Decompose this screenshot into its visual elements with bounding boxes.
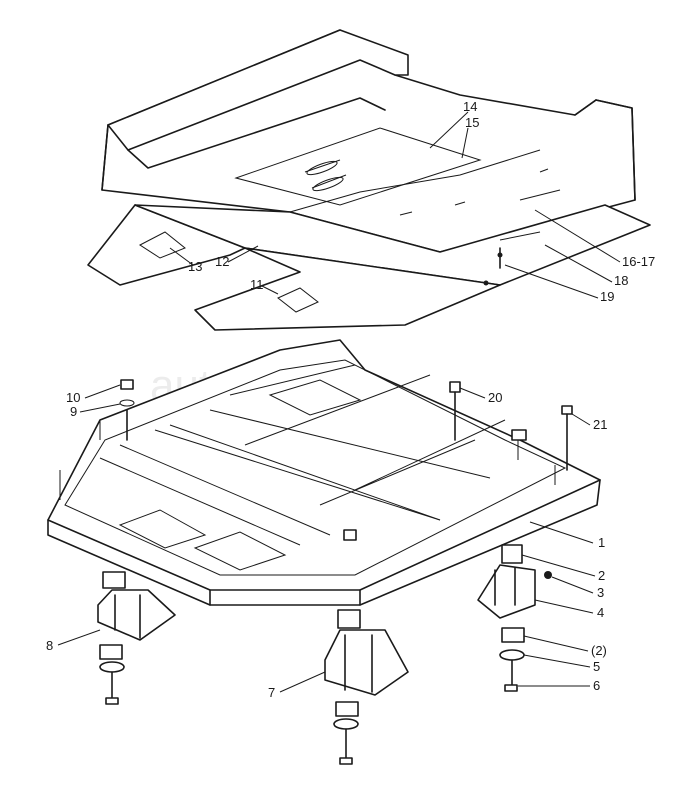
- callout-21: 21: [593, 417, 607, 432]
- callout-2-repeat: (2): [591, 643, 607, 658]
- callout-19: 19: [600, 289, 614, 304]
- callout-5: 5: [593, 659, 600, 674]
- mount-left: [97, 571, 176, 705]
- leader-lines: [57, 111, 621, 693]
- callout-1: 1: [598, 535, 605, 550]
- middle-floor-plates: [87, 204, 651, 331]
- callout-9: 9: [70, 404, 77, 419]
- callout-6: 6: [593, 678, 600, 693]
- callout-16-17: 16-17: [622, 254, 655, 269]
- callout-4: 4: [597, 605, 604, 620]
- main-frame: [47, 339, 601, 606]
- frame-hardware: [119, 379, 573, 541]
- mount-right: [477, 544, 552, 692]
- callout-7: 7: [268, 685, 275, 700]
- callout-10: 10: [66, 390, 80, 405]
- callout-20: 20: [488, 390, 502, 405]
- callout-12: 12: [215, 254, 229, 269]
- callout-labels: 14 15 16-17 18 19 13 12 11 10 9 20 21 1 …: [46, 99, 655, 700]
- callout-3: 3: [597, 585, 604, 600]
- callout-18: 18: [614, 273, 628, 288]
- mount-center: [324, 609, 409, 765]
- callout-8: 8: [46, 638, 53, 653]
- callout-14: 14: [463, 99, 477, 114]
- callout-11: 11: [250, 277, 264, 292]
- callout-15: 15: [465, 115, 479, 130]
- callout-2: 2: [598, 568, 605, 583]
- upper-cover-panel: [101, 29, 636, 253]
- callout-13: 13: [188, 259, 202, 274]
